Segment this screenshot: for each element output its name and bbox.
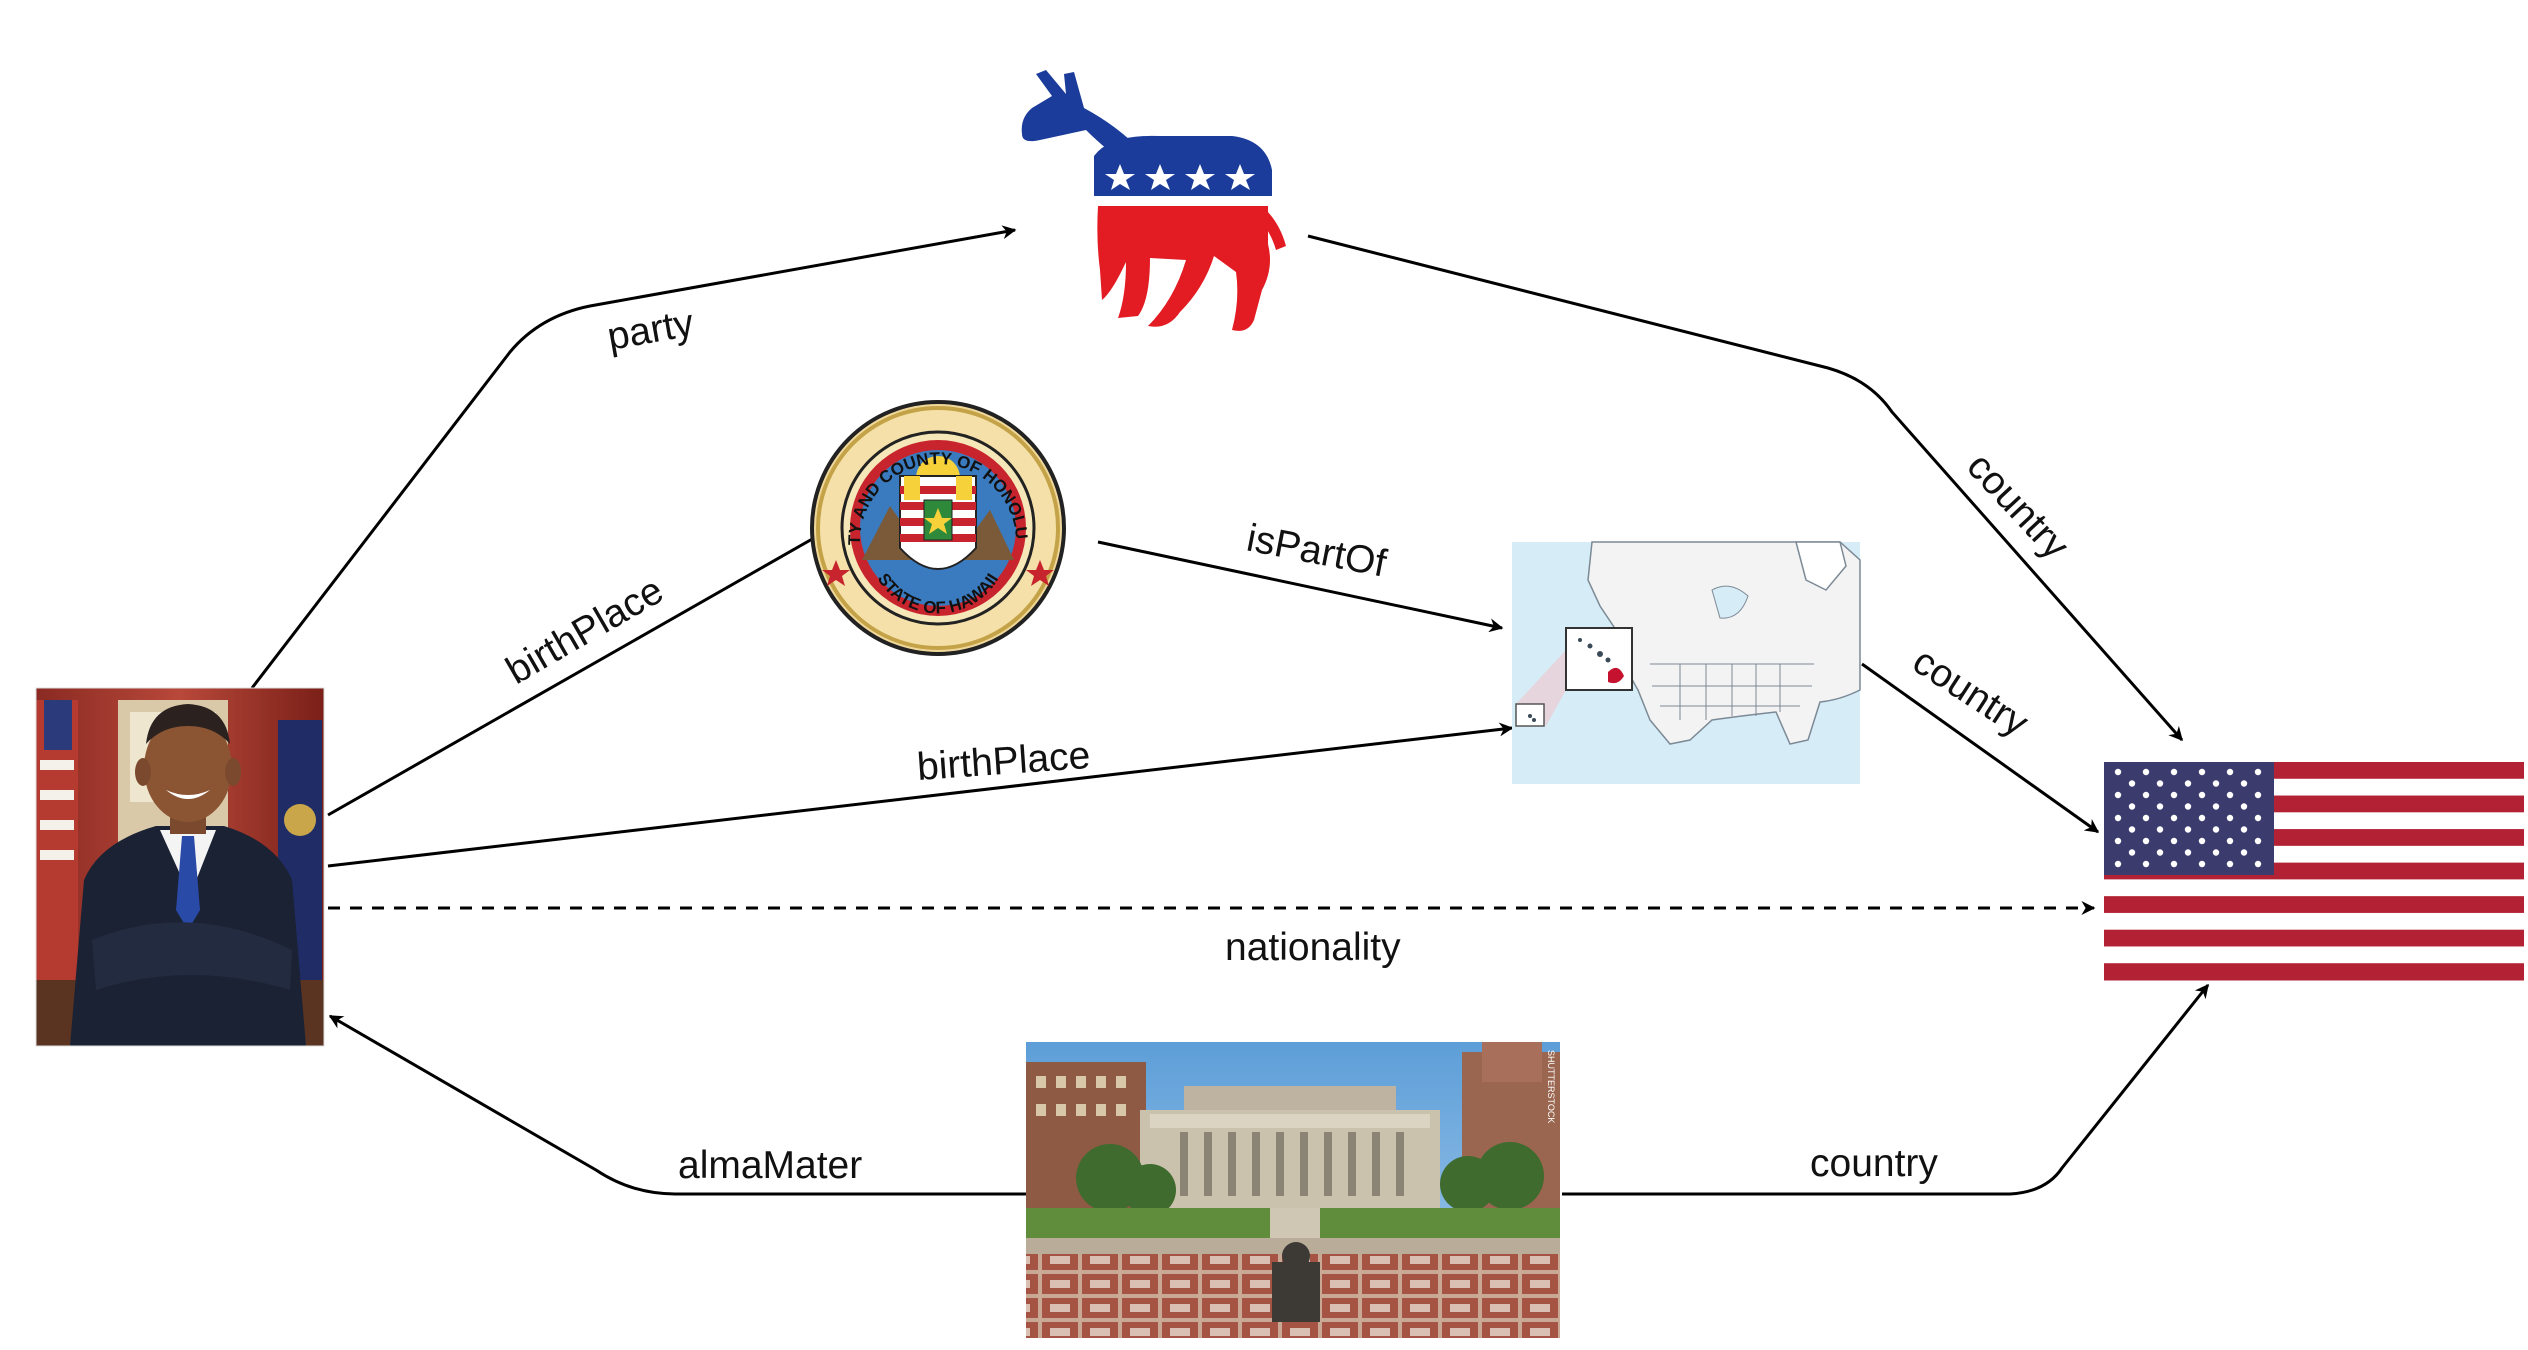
flag-star	[2254, 791, 2262, 799]
edge-ispartof	[1097, 540, 1504, 633]
flag-star	[2254, 814, 2262, 822]
flag-star	[2114, 768, 2122, 776]
flag-star	[2170, 814, 2178, 822]
flag-star	[2226, 860, 2234, 868]
flag-star	[2184, 780, 2192, 787]
flag-star	[2198, 768, 2206, 776]
flag-star	[2212, 849, 2220, 856]
edge-label-almamater: almaMater	[678, 1144, 862, 1187]
flag-star	[2170, 791, 2178, 799]
person-portrait-node[interactable]	[35, 687, 325, 1047]
honolulu-seal-node[interactable]: CITY AND COUNTY OF HONOLULU STATE OF HAW…	[0, 0, 1066, 656]
flag-star	[2128, 780, 2136, 787]
flag-stripe	[2104, 879, 2524, 897]
edges	[250, 225, 2210, 1196]
edge-birthplace-state	[327, 722, 1514, 868]
flag-star	[2170, 768, 2178, 776]
flag-stripe	[2104, 929, 2524, 947]
edge-label-ispartof: isPartOf	[1243, 517, 1390, 586]
edge-label-birthplace-city: birthPlace	[499, 569, 671, 693]
flag-star	[2240, 849, 2248, 856]
flag-star	[2254, 837, 2262, 845]
flag-star	[2254, 768, 2262, 776]
flag-star	[2226, 837, 2234, 845]
flag-star	[2142, 814, 2150, 822]
flag-star	[2128, 849, 2136, 856]
flag-star	[2240, 780, 2248, 787]
edge-label-country-hawaii: country	[1905, 639, 2036, 745]
flag-star	[2128, 826, 2136, 833]
flag-star	[2212, 803, 2220, 810]
flag-star	[2114, 791, 2122, 799]
flag-star	[2226, 791, 2234, 799]
flag-star	[2156, 803, 2164, 810]
edge-country-university	[1562, 983, 2210, 1196]
flag-star	[2170, 860, 2178, 868]
flag-star	[2226, 814, 2234, 822]
flag-star	[2184, 826, 2192, 833]
flag-star	[2156, 780, 2164, 787]
edge-country-party	[1307, 234, 2184, 742]
flag-stripe	[2104, 912, 2524, 931]
flag-star	[2212, 826, 2220, 833]
hawaii-locator-map-node[interactable]	[1512, 541, 1861, 784]
flag-star	[2142, 837, 2150, 845]
edge-label-nationality: nationality	[1225, 926, 1401, 969]
flag-star	[2114, 860, 2122, 868]
edge-almamater	[328, 1014, 1026, 1196]
flag-star	[2184, 803, 2192, 810]
flag-star	[2156, 826, 2164, 833]
flag-star	[2128, 803, 2136, 810]
edge-country-hawaii	[1861, 662, 2100, 834]
flag-stripe	[2104, 896, 2524, 914]
flag-star	[2142, 860, 2150, 868]
edge-label-country-university: country	[1810, 1142, 1938, 1185]
party-donkey-node[interactable]	[1021, 70, 1286, 331]
flag-star	[2198, 837, 2206, 845]
edge-birthplace-city	[327, 528, 830, 817]
university-campus-node[interactable]: SHUTTERSTOCK	[1026, 1042, 1560, 1338]
flag-star	[2198, 814, 2206, 822]
flag-star	[2240, 803, 2248, 810]
us-flag-node[interactable]	[2104, 762, 2524, 981]
flag-stripe	[2104, 963, 2524, 981]
flag-star	[2156, 849, 2164, 856]
flag-star	[2212, 780, 2220, 787]
campus-watermark: SHUTTERSTOCK	[1546, 1050, 1556, 1123]
flag-star	[2254, 860, 2262, 868]
flag-star	[2114, 837, 2122, 845]
flag-star	[2170, 837, 2178, 845]
flag-star	[2198, 860, 2206, 868]
flag-star	[2226, 768, 2234, 776]
flag-star	[2142, 791, 2150, 799]
flag-star	[2184, 849, 2192, 856]
flag-star	[2142, 768, 2150, 776]
flag-star	[2198, 791, 2206, 799]
flag-star	[2114, 814, 2122, 822]
edge-party	[250, 225, 1017, 689]
edge-label-party: party	[604, 301, 697, 358]
flag-star	[2240, 826, 2248, 833]
flag-stripe	[2104, 946, 2524, 964]
